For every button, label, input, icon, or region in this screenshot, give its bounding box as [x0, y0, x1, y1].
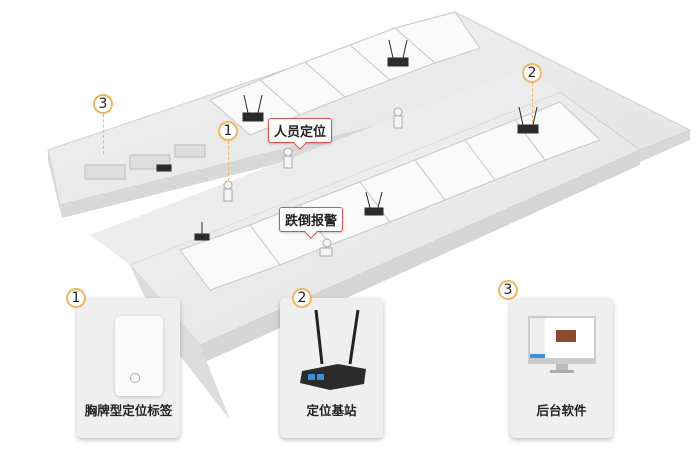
card-software: 后台软件 — [510, 298, 613, 438]
marker-3-badge: 3 — [93, 94, 113, 114]
marker-2-leader-line — [532, 83, 533, 123]
router-icon — [387, 39, 409, 67]
router-icon — [156, 164, 172, 172]
card-2-badge: 2 — [292, 288, 312, 308]
card-label: 胸牌型定位标签 — [84, 403, 173, 418]
card-label: 定位基站 — [306, 403, 357, 418]
card-base-station: 定位基站 — [280, 298, 383, 438]
marker-2-badge: 2 — [522, 63, 542, 83]
monitor-icon — [528, 316, 596, 373]
card-badge-tag: 胸牌型定位标签 — [77, 298, 180, 438]
person-figures — [223, 107, 403, 257]
card-3-badge: 3 — [498, 280, 518, 300]
marker-1-leader-line — [228, 141, 229, 181]
router-icon — [242, 94, 264, 122]
card-label: 后台软件 — [536, 403, 587, 418]
router-icon — [517, 106, 539, 134]
callout-person-locating: 人员定位 — [268, 118, 333, 143]
router-icon — [300, 309, 366, 390]
marker-3-leader-line — [103, 114, 104, 154]
router-icon — [364, 191, 384, 216]
marker-1-badge: 1 — [218, 121, 238, 141]
corridor-floor — [90, 70, 560, 265]
router-icon — [194, 222, 210, 241]
card-1-badge: 1 — [66, 288, 86, 308]
badge-tag-icon — [115, 316, 163, 396]
callout-fall-alarm: 跌倒报警 — [279, 207, 344, 232]
router-markers — [156, 39, 539, 241]
